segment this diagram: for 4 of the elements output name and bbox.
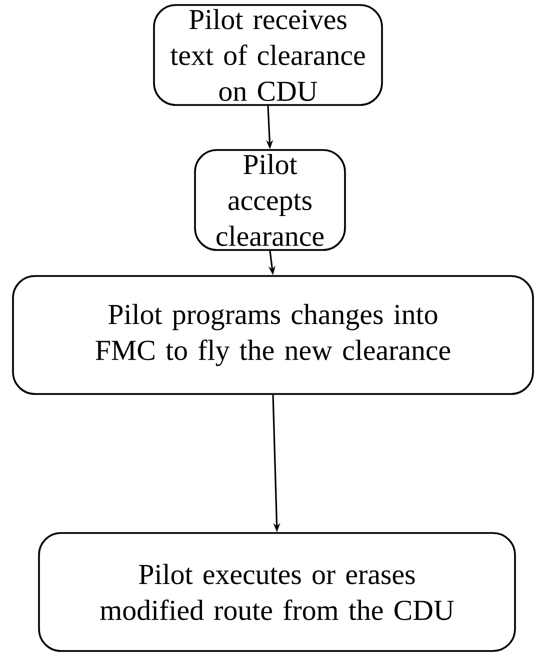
process-box: Pilot receives text of clearance on CDU [153,4,383,106]
process-box: Pilot programs changes into FMC to fly the new clearance [12,275,534,395]
process-box: Pilot accepts clearance [194,149,346,251]
process-box: Pilot executes or erases modified route from the CDU [38,532,516,652]
